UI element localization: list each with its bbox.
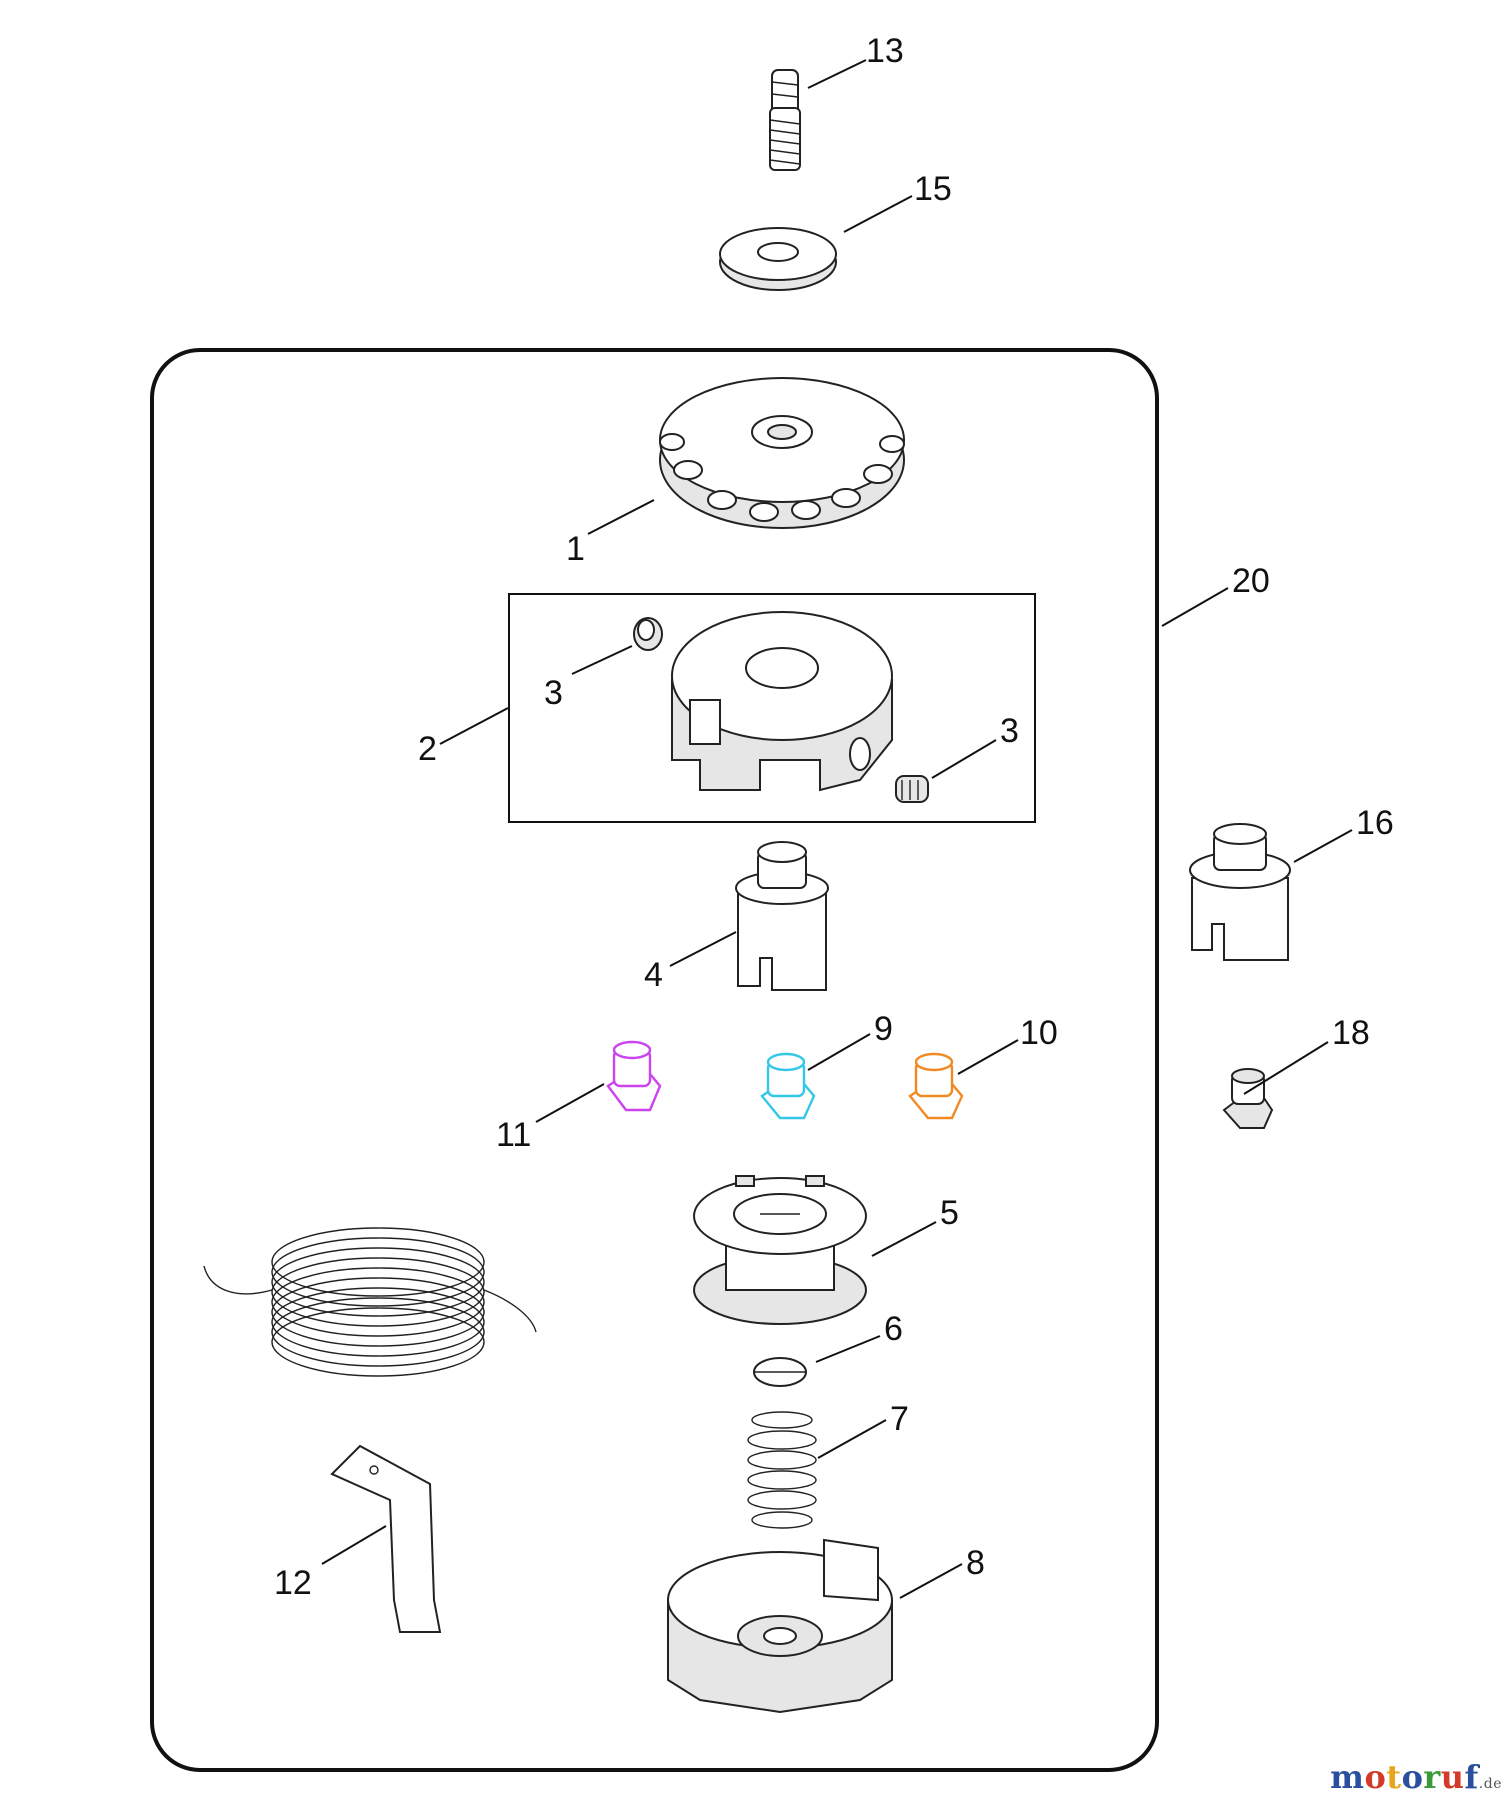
- callout-12: 12: [274, 1564, 312, 1602]
- watermark-letter: m: [1330, 1758, 1365, 1796]
- callout-3-lower: 3: [1000, 712, 1019, 750]
- part-3-insert-lower: [895, 775, 929, 803]
- part-4-sleeve: [735, 841, 829, 991]
- callout-4: 4: [644, 956, 663, 994]
- part-18-eyelet: [1222, 1068, 1274, 1129]
- callout-1: 1: [566, 530, 585, 568]
- watermark-suffix: .de: [1478, 1776, 1502, 1792]
- watermark-letter: o: [1364, 1758, 1387, 1796]
- callout-9: 9: [874, 1010, 893, 1048]
- callout-20: 20: [1232, 562, 1270, 600]
- watermark-letter: f: [1464, 1758, 1479, 1796]
- callout-7: 7: [890, 1400, 909, 1438]
- part-15-washer: [719, 227, 837, 291]
- part-7-spring: [747, 1411, 817, 1529]
- watermark-letter: u: [1440, 1758, 1465, 1796]
- part-9-eyelet: [760, 1052, 816, 1120]
- callout-16: 16: [1356, 804, 1394, 842]
- callout-11: 11: [496, 1116, 531, 1154]
- callout-2: 2: [418, 730, 437, 768]
- callout-5: 5: [940, 1194, 959, 1232]
- part-5-spool: [693, 1175, 867, 1325]
- leader-lines: [321, 59, 1353, 1599]
- part-6-button: [753, 1357, 807, 1387]
- callout-10: 10: [1020, 1014, 1058, 1052]
- kit-outline-frame: [150, 348, 1159, 1772]
- trimmer-line-coil: [203, 1227, 537, 1377]
- callout-8: 8: [966, 1544, 985, 1582]
- watermark-letter: t: [1386, 1758, 1402, 1796]
- part-8-base: [667, 1538, 893, 1714]
- part-2-housing: [671, 611, 893, 792]
- watermark-letters: motoruf: [1330, 1758, 1479, 1796]
- part-10-eyelet: [908, 1052, 964, 1120]
- subassembly-box: [508, 593, 1036, 823]
- part-16-sleeve: [1189, 823, 1291, 961]
- watermark-letter: o: [1401, 1758, 1424, 1796]
- callout-3-upper: 3: [544, 674, 563, 712]
- watermark-letter: r: [1423, 1758, 1441, 1796]
- callout-6: 6: [884, 1310, 903, 1348]
- callout-15: 15: [914, 170, 952, 208]
- callout-13: 13: [866, 32, 904, 70]
- part-11-eyelet: [606, 1040, 662, 1112]
- motoruf-watermark: motoruf.de: [1330, 1758, 1502, 1796]
- part-3-insert-upper: [633, 617, 663, 651]
- part-1-cap: [659, 377, 905, 529]
- part-12-bracket: [330, 1444, 442, 1633]
- callout-18: 18: [1332, 1014, 1370, 1052]
- part-13-stud: [769, 69, 801, 171]
